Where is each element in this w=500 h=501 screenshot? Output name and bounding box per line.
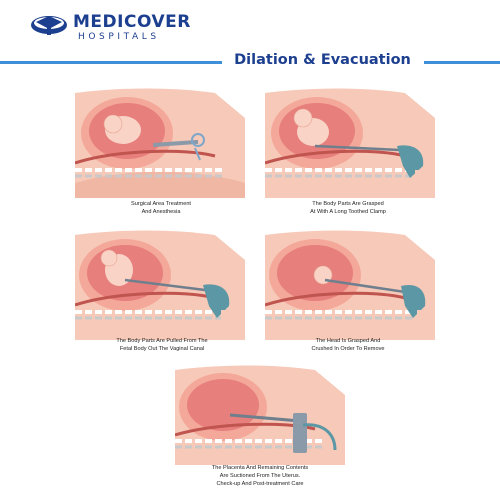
step-2-illustration xyxy=(265,88,435,198)
step-5-caption: The Placenta And Remaining Contents Are … xyxy=(211,465,309,487)
step-3-illustration xyxy=(75,230,245,340)
step-3-caption: The Body Parts Are Pulled From The Fetal… xyxy=(116,338,208,352)
brand-subtitle: HOSPITALS xyxy=(78,32,160,42)
brand-name: MEDICOVER xyxy=(73,12,191,32)
step-5-illustration xyxy=(175,365,345,465)
step-4-illustration xyxy=(265,230,435,340)
step-4-caption: The Head Is Grasped And Crushed In Order… xyxy=(311,338,385,352)
header-divider-left xyxy=(0,61,222,64)
page-title: Dilation & Evacuation xyxy=(234,52,411,68)
step-2-caption: The Body Parts Are Grasped At With A Lon… xyxy=(310,201,386,215)
header-divider-right xyxy=(424,61,500,64)
medicover-logo: MEDICOVER HOSPITALS xyxy=(30,10,200,42)
step-1-illustration xyxy=(75,88,245,198)
logo-icon xyxy=(31,16,67,35)
step-1-caption: Surgical Area Treatment And Anesthesia xyxy=(130,201,191,215)
